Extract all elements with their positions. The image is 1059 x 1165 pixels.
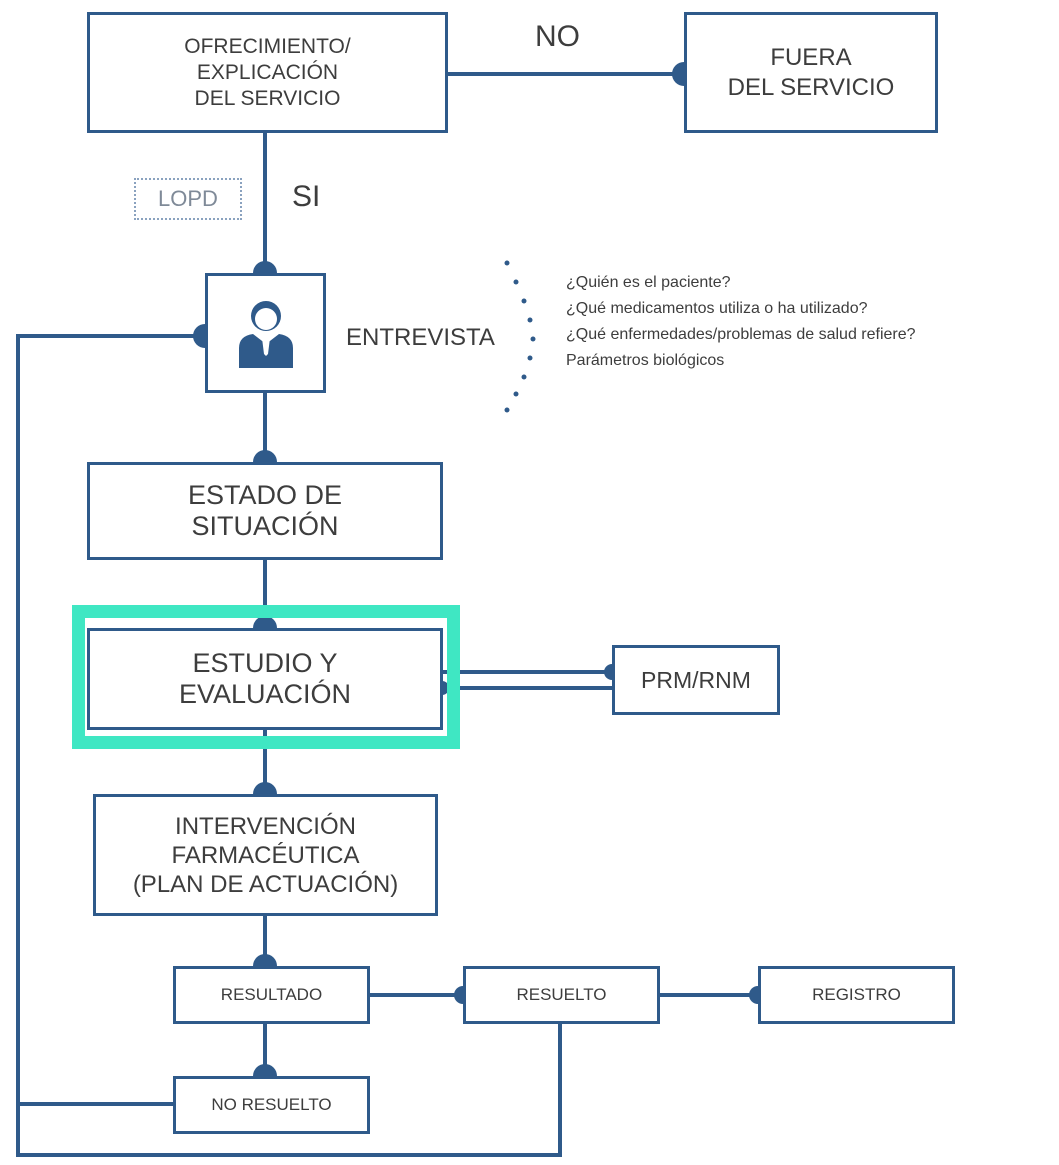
connector-loop-noresuelto bbox=[16, 334, 205, 1106]
entrevista-question: ¿Qué medicamentos utiliza o ha utilizado… bbox=[566, 300, 868, 317]
box-prm-rnm: PRM/RNM bbox=[612, 645, 780, 715]
entrevista-questions: ¿Quién es el paciente? ¿Qué medicamentos… bbox=[566, 270, 916, 374]
box-no-resuelto: NO RESUELTO bbox=[173, 1076, 370, 1134]
box-resultado: RESULTADO bbox=[173, 966, 370, 1024]
entrevista-bracket bbox=[504, 260, 536, 413]
label-no: NO bbox=[535, 20, 580, 53]
box-resuelto: RESUELTO bbox=[463, 966, 660, 1024]
box-estado-label: ESTADO DE SITUACIÓN bbox=[187, 480, 343, 541]
box-ofrecimiento: OFRECIMIENTO/ EXPLICACIÓN DEL SERVICIO bbox=[87, 12, 448, 133]
box-fuera-del-servicio: FUERA DEL SERVICIO bbox=[684, 12, 938, 133]
box-fuera-label: FUERA DEL SERVICIO bbox=[727, 43, 895, 101]
label-si: SI bbox=[292, 180, 321, 213]
box-resultado-label: RESULTADO bbox=[220, 985, 323, 1004]
box-entrevista bbox=[205, 273, 326, 393]
person-icon bbox=[238, 301, 293, 368]
box-intervencion: INTERVENCIÓN FARMACÉUTICA (PLAN DE ACTUA… bbox=[93, 794, 438, 916]
box-no-resuelto-label: NO RESUELTO bbox=[211, 1095, 332, 1114]
entrevista-question: ¿Qué enfermedades/problemas de salud ref… bbox=[566, 326, 916, 343]
entrevista-question: ¿Quién es el paciente? bbox=[566, 274, 731, 291]
box-estudio-evaluacion: ESTUDIO Y EVALUACIÓN bbox=[87, 628, 443, 730]
box-estudio-label: ESTUDIO Y EVALUACIÓN bbox=[178, 648, 352, 709]
connector-loop-resuelto bbox=[16, 1024, 562, 1157]
box-intervencion-label: INTERVENCIÓN FARMACÉUTICA (PLAN DE ACTUA… bbox=[132, 812, 399, 898]
box-ofrecimiento-label: OFRECIMIENTO/ EXPLICACIÓN DEL SERVICIO bbox=[184, 34, 351, 110]
entrevista-question: Parámetros biológicos bbox=[566, 352, 725, 369]
box-estado-situacion: ESTADO DE SITUACIÓN bbox=[87, 462, 443, 560]
box-registro-label: REGISTRO bbox=[812, 985, 901, 1004]
label-entrevista: ENTREVISTA bbox=[346, 324, 495, 351]
box-prm-label: PRM/RNM bbox=[641, 667, 751, 693]
label-lopd: LOPD bbox=[134, 178, 242, 220]
box-resuelto-label: RESUELTO bbox=[516, 985, 607, 1004]
box-registro: REGISTRO bbox=[758, 966, 955, 1024]
